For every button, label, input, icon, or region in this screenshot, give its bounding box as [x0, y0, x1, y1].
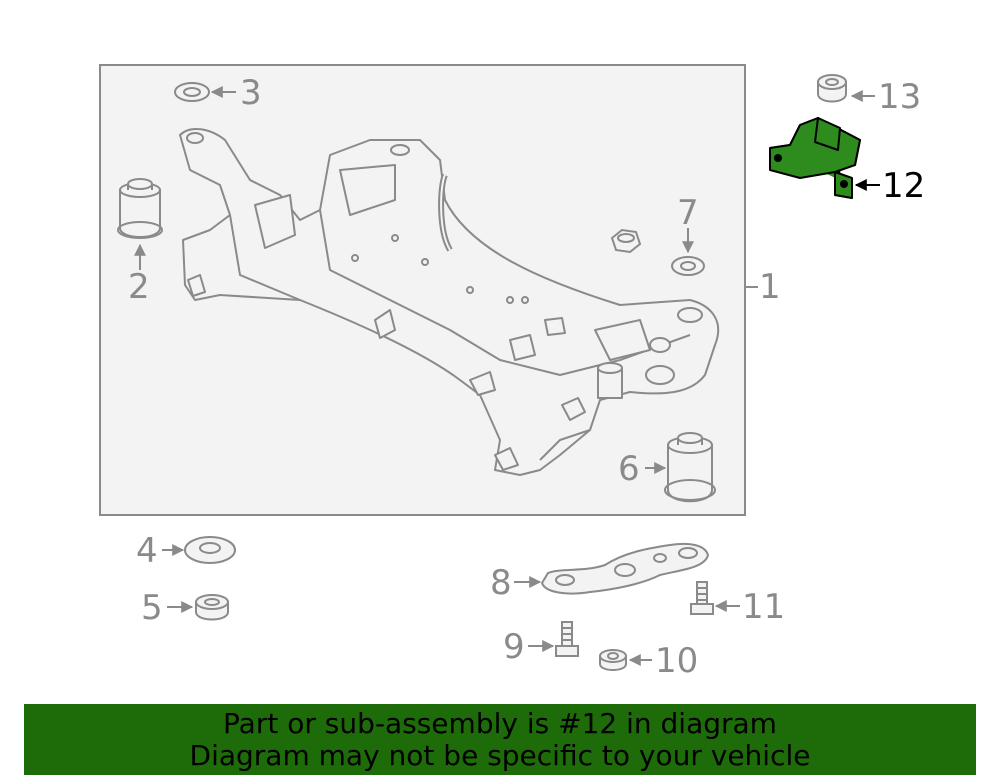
- washer-part-4[interactable]: [184, 536, 236, 564]
- bolt-part-11[interactable]: [690, 581, 714, 615]
- parts-diagram: 1 2 3 4 5 6 7 8 9 10 11 12 13: [99, 64, 925, 681]
- callout-8: 8: [490, 563, 512, 603]
- callout-3: 3: [240, 73, 262, 113]
- banner-line-2: Diagram may not be specific to your vehi…: [189, 738, 811, 772]
- callout-10: 10: [655, 641, 698, 681]
- callout-6: 6: [618, 449, 640, 489]
- bushing-part-2[interactable]: [117, 178, 163, 239]
- callout-1: 1: [759, 267, 781, 307]
- crossmember-part-1[interactable]: [179, 128, 720, 476]
- nut-part-10[interactable]: [599, 649, 627, 671]
- callout-7: 7: [677, 193, 699, 233]
- callout-12: 12: [882, 166, 925, 206]
- washer-part-3[interactable]: [174, 82, 210, 102]
- callout-5: 5: [141, 588, 163, 628]
- nut-part-5[interactable]: [195, 594, 229, 621]
- bracket-part-8[interactable]: [541, 542, 709, 595]
- banner-line-1: Part or sub-assembly is #12 in diagram: [223, 706, 777, 740]
- info-banner: Part or sub-assembly is #12 in diagram D…: [24, 704, 976, 775]
- callout-4: 4: [136, 531, 158, 571]
- bracket-part-12-highlighted[interactable]: [769, 117, 861, 199]
- nut-inside-frame: [610, 228, 642, 254]
- washer-part-7[interactable]: [671, 256, 705, 276]
- nut-part-13[interactable]: [817, 74, 847, 103]
- callout-13: 13: [878, 77, 921, 117]
- bushing-part-6[interactable]: [664, 432, 716, 503]
- bolt-part-9[interactable]: [555, 621, 579, 657]
- callout-9: 9: [503, 627, 525, 667]
- callout-11: 11: [742, 587, 785, 627]
- callout-2: 2: [128, 267, 150, 307]
